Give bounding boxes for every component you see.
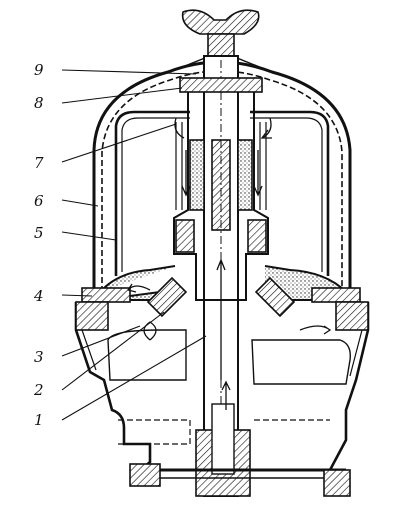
callout-8: 8 (34, 94, 44, 112)
rotor-nut (179, 77, 263, 93)
callout-3: 3 (34, 348, 44, 366)
housing-flange-right (311, 287, 361, 303)
right-nozzle (254, 276, 296, 318)
callout-1: 1 (34, 411, 44, 429)
rotor-bowl-inner (121, 117, 323, 272)
callout-4: 4 (34, 287, 44, 305)
callout-6: 6 (34, 192, 44, 210)
leader-lines (61, 69, 207, 421)
housing-flange (81, 287, 131, 303)
flow-arrows (126, 117, 332, 410)
callout-2: 2 (34, 381, 44, 399)
rotor-bowl (114, 110, 330, 276)
wing-nut (181, 9, 260, 57)
left-nozzle (146, 276, 188, 318)
callout-7: 7 (34, 154, 44, 172)
outer-hood-inner-wall (101, 70, 343, 292)
callout-9: 9 (34, 61, 44, 79)
callout-5: 5 (34, 224, 44, 242)
